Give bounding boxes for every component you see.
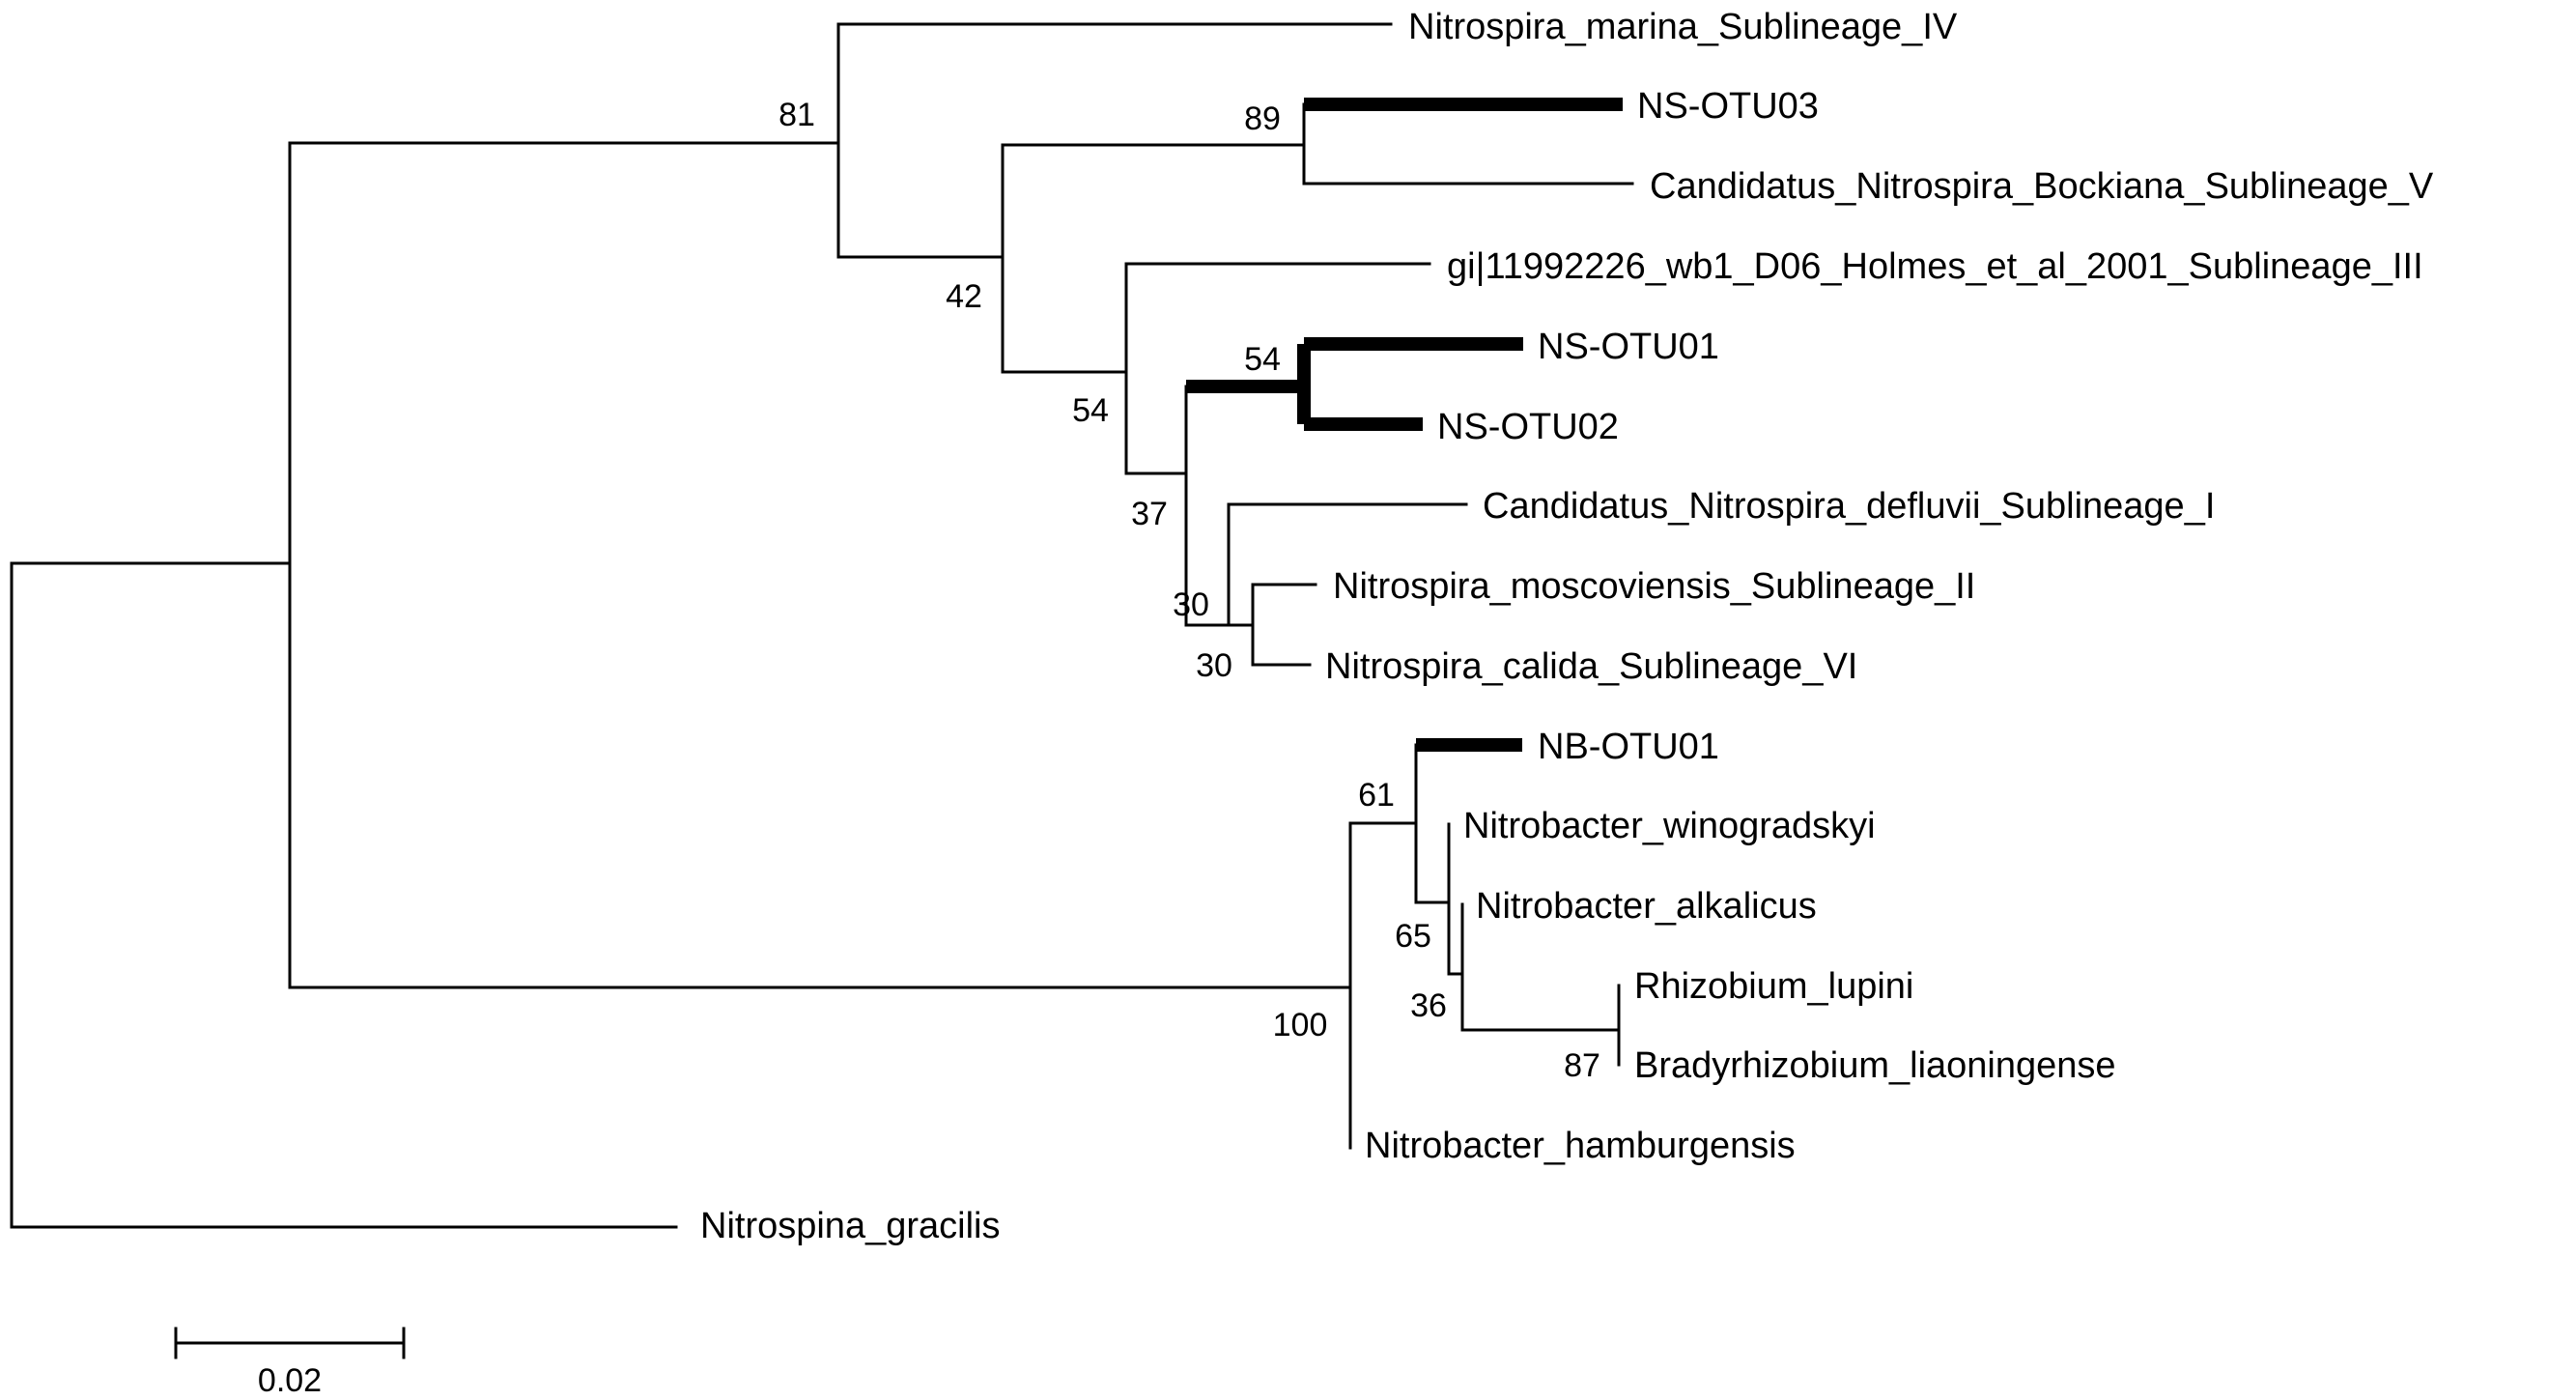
leaf-label-nitrospira-moscoviensis: Nitrospira_moscoviensis_Sublineage_II (1333, 566, 1975, 607)
leaf-label-nitrobacter-alkalicus: Nitrobacter_alkalicus (1476, 886, 1817, 927)
leaf-label-ns-otu03: NS-OTU03 (1637, 86, 1819, 127)
leaf-label-nitrobacter-hamburgensis: Nitrobacter_hamburgensis (1365, 1126, 1796, 1166)
leaf-label-nitrospira-calida: Nitrospira_calida_Sublineage_VI (1325, 646, 1857, 687)
leaf-label-rhizobium-lupini: Rhizobium_lupini (1634, 966, 1913, 1007)
support-value-54: 54 (1072, 392, 1109, 429)
leaf-labels: Nitrospira_marina_Sublineage_IV NS-OTU03… (700, 7, 2434, 1246)
support-value-36: 36 (1410, 987, 1447, 1024)
leaf-label-candidatus-bockiana: Candidatus_Nitrospira_Bockiana_Sublineag… (1650, 166, 2434, 207)
support-value-87: 87 (1564, 1047, 1600, 1084)
leaf-label-holmes-sublineage-iii: gi|11992226_wb1_D06_Holmes_et_al_2001_Su… (1447, 246, 2423, 287)
tree-branches (10, 22, 1634, 1229)
leaf-label-nitrospira-marina: Nitrospira_marina_Sublineage_IV (1408, 7, 1958, 47)
support-value-30-lower: 30 (1196, 647, 1232, 684)
leaf-label-ns-otu02: NS-OTU02 (1437, 407, 1619, 447)
leaf-label-nitrobacter-winogradskyi: Nitrobacter_winogradskyi (1463, 806, 1876, 846)
leaf-label-bradyrhizobium-liaoningense: Bradyrhizobium_liaoningense (1634, 1045, 2116, 1086)
support-value-37: 37 (1131, 496, 1168, 532)
leaf-label-candidatus-defluvii: Candidatus_Nitrospira_defluvii_Sublineag… (1483, 486, 2215, 527)
support-value-100: 100 (1273, 1007, 1328, 1043)
scale-bar: 0.02 (174, 1327, 406, 1399)
scale-bar-label: 0.02 (258, 1362, 322, 1399)
leaf-label-ns-otu01: NS-OTU01 (1538, 327, 1719, 367)
support-value-89: 89 (1244, 100, 1281, 137)
support-value-42: 42 (946, 278, 982, 315)
support-value-30-upper: 30 (1173, 586, 1209, 623)
support-value-65: 65 (1395, 918, 1431, 955)
leaf-label-nb-otu01: NB-OTU01 (1538, 727, 1719, 767)
support-value-81: 81 (778, 97, 815, 133)
support-values: 81 89 42 54 54 37 30 30 61 65 36 87 100 (778, 97, 1600, 1084)
leaf-label-nitrospina-gracilis: Nitrospina_gracilis (700, 1206, 1000, 1246)
support-value-61: 61 (1358, 777, 1395, 814)
support-value-54-otu: 54 (1244, 341, 1281, 378)
